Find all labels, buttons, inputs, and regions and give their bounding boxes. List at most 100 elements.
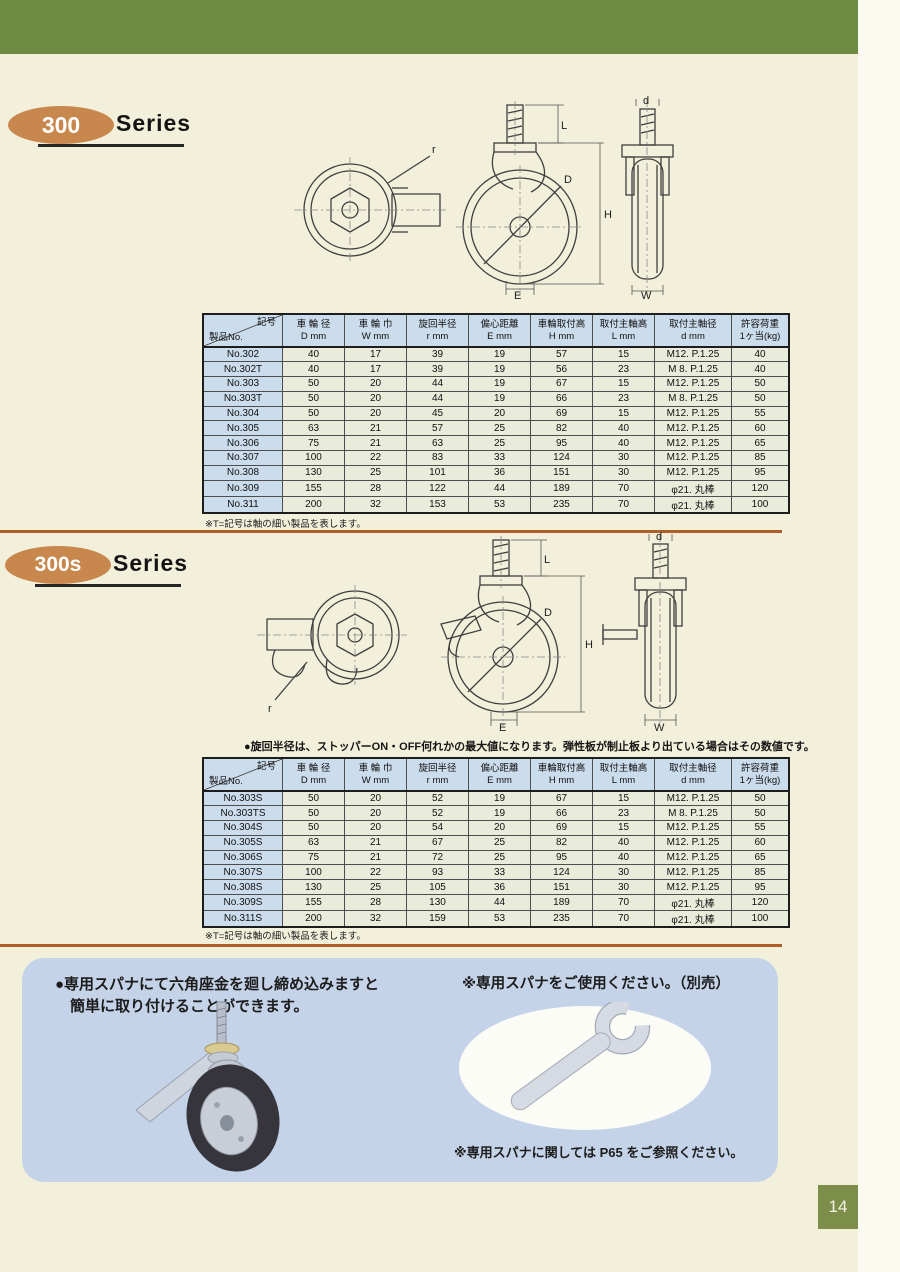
value-cell: 120 [731, 894, 790, 912]
product-no-cell: No.303T [202, 390, 283, 407]
value-cell: 65 [731, 849, 790, 866]
value-cell: φ21. 丸棒 [654, 495, 732, 514]
wrench-photo [459, 1002, 711, 1130]
spanner-instruction-line2: 簡単に取り付けることができます。 [70, 998, 309, 1015]
value-cell: M12. P.1.25 [654, 420, 732, 437]
value-cell: 17 [344, 361, 407, 378]
product-no-cell: No.309 [202, 479, 283, 497]
value-cell: 67 [530, 790, 593, 807]
value-cell: 22 [344, 450, 407, 466]
value-cell: 155 [282, 894, 345, 912]
value-cell: 57 [530, 346, 593, 363]
product-no-cell: No.305S [202, 834, 283, 851]
value-cell: 50 [282, 805, 345, 822]
value-cell: M12. P.1.25 [654, 450, 732, 466]
product-no-cell: No.304 [202, 405, 283, 422]
product-no-cell: No.306S [202, 849, 283, 866]
value-cell: M12. P.1.25 [654, 864, 732, 881]
value-cell: 155 [282, 479, 345, 497]
value-cell: 151 [530, 879, 593, 896]
value-cell: 70 [592, 495, 655, 514]
value-cell: 19 [468, 790, 531, 807]
product-no-cell: No.308S [202, 879, 283, 896]
spanner-use-note: ※専用スパナをご使用ください。（別売） [462, 976, 730, 992]
value-cell: 70 [592, 479, 655, 497]
value-cell: 55 [731, 405, 790, 422]
value-cell: 40 [592, 834, 655, 851]
value-cell: 25 [468, 420, 531, 437]
product-no-cell: No.306 [202, 435, 283, 452]
value-cell: 28 [344, 894, 407, 912]
table-footnote-300s: ※T=記号は軸の細い製品を表します。 [205, 931, 366, 942]
value-cell: 55 [731, 820, 790, 836]
value-cell: M 8. P.1.25 [654, 361, 732, 378]
dim-label-D: D [564, 174, 572, 186]
value-cell: 82 [530, 834, 593, 851]
value-cell: 72 [406, 849, 469, 866]
value-cell: 66 [530, 390, 593, 407]
value-cell: 124 [530, 450, 593, 466]
value-cell: 130 [406, 894, 469, 912]
value-cell: 25 [468, 834, 531, 851]
value-cell: 19 [468, 361, 531, 378]
series-300-badge: 300 [41, 112, 81, 138]
value-cell: 21 [344, 420, 407, 437]
value-cell: 30 [592, 864, 655, 881]
value-cell: 75 [282, 849, 345, 866]
value-cell: 85 [731, 450, 790, 466]
value-cell: 95 [731, 879, 790, 896]
value-cell: 25 [468, 435, 531, 452]
value-cell: 44 [468, 894, 531, 912]
value-cell: 44 [468, 479, 531, 497]
value-cell: 50 [731, 390, 790, 407]
product-no-cell: No.311 [202, 495, 283, 514]
value-cell: 32 [344, 495, 407, 514]
value-cell: 66 [530, 805, 593, 822]
value-cell: 39 [406, 346, 469, 363]
caster-photo [135, 1001, 280, 1172]
value-cell: 70 [592, 910, 655, 928]
page-number: 14 [828, 1197, 848, 1216]
dim-label-r: r [432, 144, 436, 156]
value-cell: 153 [406, 495, 469, 514]
value-cell: φ21. 丸棒 [654, 479, 732, 497]
value-cell: 57 [406, 420, 469, 437]
value-cell: M12. P.1.25 [654, 790, 732, 807]
value-cell: 120 [731, 479, 790, 497]
product-no-cell: No.302 [202, 346, 283, 363]
spanner-instruction-line1: ●専用スパナにて六角座金を廻し締め込みますと [55, 976, 380, 993]
value-cell: 122 [406, 479, 469, 497]
spanner-reference-note: ※専用スパナに関しては P65 をご参照ください。 [454, 1145, 744, 1160]
value-cell: 28 [344, 479, 407, 497]
value-cell: 63 [282, 420, 345, 437]
value-cell: M12. P.1.25 [654, 849, 732, 866]
value-cell: 50 [282, 405, 345, 422]
value-cell: φ21. 丸棒 [654, 894, 732, 912]
value-cell: 19 [468, 390, 531, 407]
value-cell: 15 [592, 790, 655, 807]
value-cell: 23 [592, 390, 655, 407]
value-cell: 15 [592, 346, 655, 363]
value-cell: 50 [282, 790, 345, 807]
top-green-band [0, 0, 858, 54]
value-cell: 20 [344, 405, 407, 422]
table-footnote-300: ※T=記号は軸の細い製品を表します。 [205, 519, 366, 530]
value-cell: 95 [530, 849, 593, 866]
value-cell: 124 [530, 864, 593, 881]
value-cell: 33 [468, 450, 531, 466]
value-cell: 69 [530, 405, 593, 422]
dim-label-D: D [544, 607, 552, 619]
product-no-cell: No.304S [202, 820, 283, 836]
